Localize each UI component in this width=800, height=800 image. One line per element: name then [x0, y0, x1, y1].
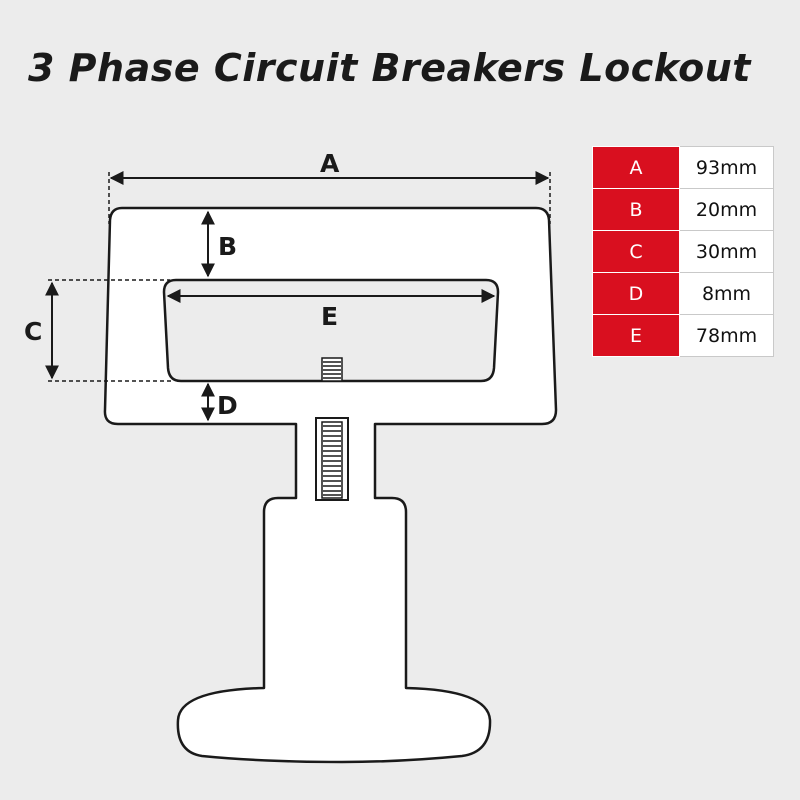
screw-tip: [321, 357, 343, 382]
table-row: D 8mm: [592, 272, 774, 315]
table-row: B 20mm: [592, 188, 774, 231]
dimension-d-label: D: [217, 391, 238, 420]
spec-key-c: C: [592, 230, 680, 273]
spec-value-e: 78mm: [679, 314, 774, 357]
dimension-spec-table: A 93mm B 20mm C 30mm D 8mm E 78mm: [592, 146, 774, 357]
dimension-a-label: A: [320, 149, 340, 178]
screw-thread: [315, 417, 349, 501]
spec-key-b: B: [592, 188, 680, 231]
dimension-e-label: E: [321, 302, 338, 331]
spec-key-e: E: [592, 314, 680, 357]
dimension-c-label: C: [24, 317, 42, 346]
spec-value-c: 30mm: [679, 230, 774, 273]
dimension-b-label: B: [218, 232, 237, 261]
spec-key-d: D: [592, 272, 680, 315]
table-row: E 78mm: [592, 314, 774, 357]
page-title: 3 Phase Circuit Breakers Lockout: [28, 46, 751, 90]
spec-value-d: 8mm: [679, 272, 774, 315]
spec-value-a: 93mm: [679, 146, 774, 189]
spec-value-b: 20mm: [679, 188, 774, 231]
table-row: A 93mm: [592, 146, 774, 189]
spec-key-a: A: [592, 146, 680, 189]
dimension-arrows: [45, 171, 550, 422]
extension-lines: [48, 172, 551, 382]
table-row: C 30mm: [592, 230, 774, 273]
